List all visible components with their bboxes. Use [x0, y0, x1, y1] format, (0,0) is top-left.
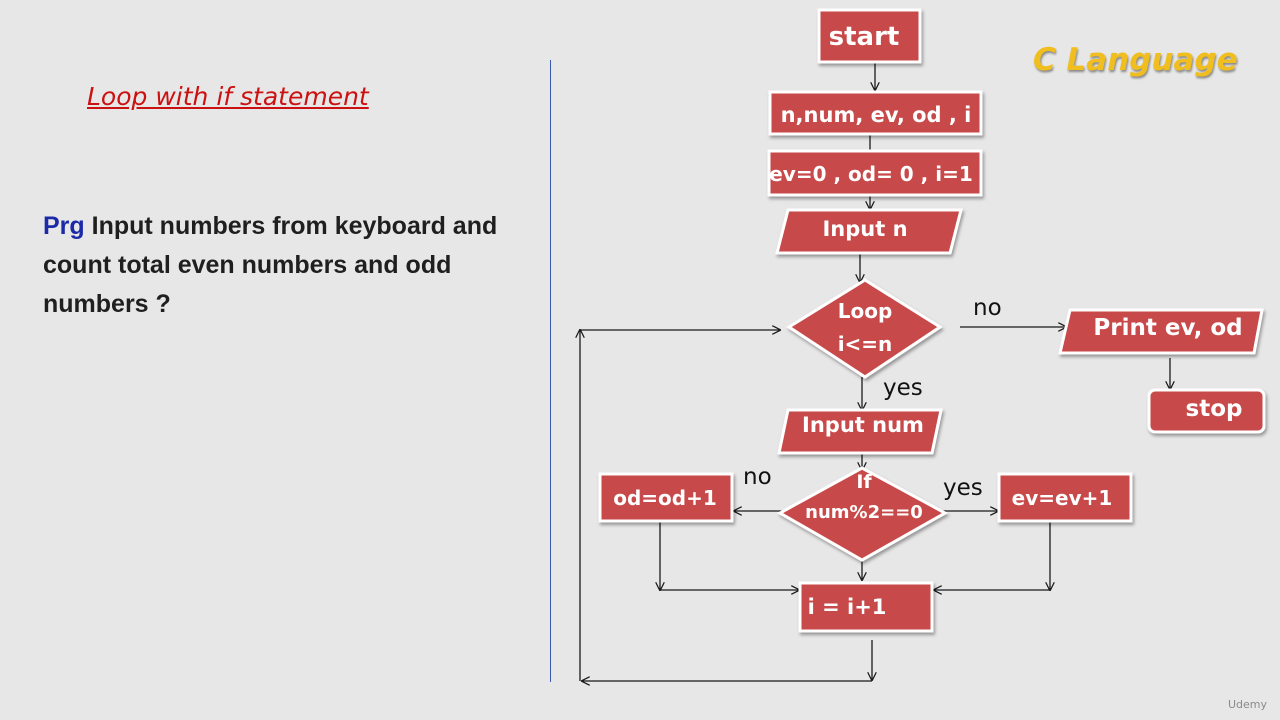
- divider-line: [550, 60, 551, 682]
- even-increment-box: [997, 472, 1133, 523]
- print-box: [1058, 308, 1264, 355]
- start-label: start: [829, 22, 900, 52]
- init-label: ev=0 , od= 0 , i=1: [769, 162, 973, 186]
- topic-title: Loop with if statement: [87, 82, 369, 111]
- stop-box: [1147, 388, 1266, 434]
- odd-increment-label: od=od+1: [613, 486, 717, 510]
- declare-box: [768, 90, 983, 136]
- if-diamond: [776, 466, 949, 562]
- declare-label: n,num, ev, od , i: [781, 103, 972, 127]
- brand-title: C Language: [1033, 42, 1238, 78]
- if-yes-label: yes: [943, 475, 983, 501]
- if-label-line1: If: [856, 471, 872, 493]
- input-num-box: [777, 408, 943, 455]
- loop-yes-label: yes: [883, 375, 923, 401]
- print-label: Print ev, od: [1093, 315, 1242, 341]
- increment-label: i = i+1: [808, 595, 887, 619]
- udemy-watermark: Udemy: [1228, 698, 1268, 711]
- program-text: Input numbers from keyboard and count to…: [43, 212, 498, 318]
- loop-label-line1: Loop: [838, 299, 893, 323]
- start-box: [817, 8, 922, 64]
- loop-diamond: [786, 278, 943, 379]
- init-box: [767, 149, 983, 197]
- program-statement: Prg Input numbers from keyboard and coun…: [43, 207, 523, 324]
- input-num-label: Input num: [802, 413, 924, 437]
- if-no-label: no: [743, 464, 772, 490]
- program-keyword: Prg: [43, 212, 85, 240]
- loop-label-line2: i<=n: [838, 332, 893, 356]
- input-n-box: [775, 208, 963, 255]
- input-n-label: Input n: [822, 217, 907, 241]
- increment-box: [798, 581, 934, 633]
- stop-label: stop: [1186, 396, 1243, 422]
- flow-connectors: [580, 62, 1170, 681]
- if-label-line2: num%2==0: [805, 502, 923, 523]
- even-increment-label: ev=ev+1: [1012, 486, 1113, 510]
- odd-increment-box: [598, 472, 734, 523]
- loop-no-label: no: [973, 295, 1002, 321]
